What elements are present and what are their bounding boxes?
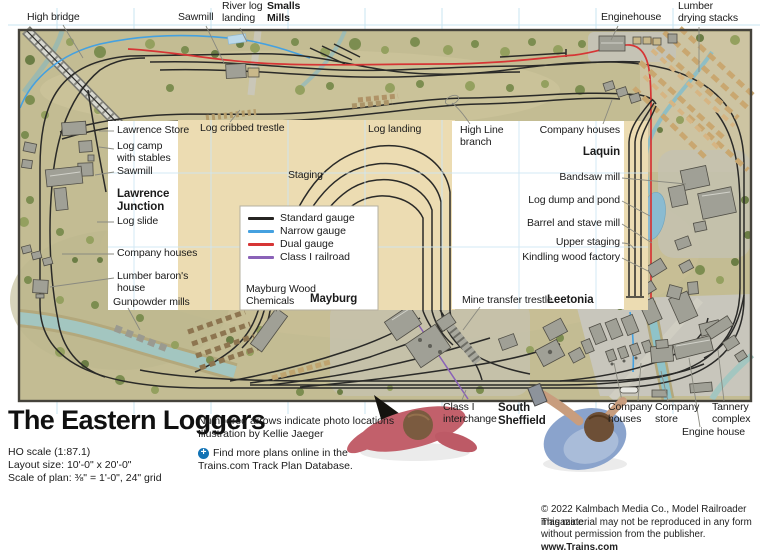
label-company-houses-top: Company houses — [539, 124, 620, 136]
narrow-gauge-bridge — [227, 33, 247, 45]
dual-gauge-track — [127, 44, 652, 308]
narrow-gauge-swatch — [248, 229, 274, 233]
legend-label: Narrow gauge — [280, 225, 346, 237]
label-river-log-landing: River log landing — [222, 0, 263, 24]
legend-item-class1: Class I railroad — [248, 251, 350, 263]
label-company-houses-left: Company houses — [117, 247, 198, 259]
label-leetonia: Leetonia — [547, 294, 594, 306]
label-log-cribbed-trestle: Log cribbed trestle — [200, 122, 285, 134]
standard-gauge-swatch — [248, 216, 274, 220]
label-company-store: Company store — [655, 401, 700, 425]
copyright-trains-url: www.Trains.com — [541, 541, 618, 553]
mayburg-log-rows — [187, 309, 259, 371]
label-bandsaw-mill: Bandsaw mill — [559, 171, 620, 183]
copyright-line-2: This material may not be reproduced in a… — [541, 516, 752, 528]
camera — [527, 382, 548, 407]
label-smalls-mills: Smalls Mills — [267, 0, 301, 24]
label-upper-staging: Upper staging — [555, 236, 620, 248]
standard-gauge-tracks — [39, 43, 745, 389]
left-label-panel — [108, 121, 178, 310]
credit-photo-note: Numbered arrows indicate photo locations — [198, 415, 395, 427]
promo-text-2: Trains.com Track Plan Database. — [198, 460, 353, 472]
label-sawmill-left: Sawmill — [117, 165, 153, 177]
legend-item-dual-gauge: Dual gauge — [248, 238, 334, 250]
label-company-houses-bottom: Company houses — [608, 401, 653, 425]
lumber-and-trestles — [113, 26, 756, 381]
bandsaw-mill-building — [679, 165, 711, 191]
legend-item-standard-gauge: Standard gauge — [248, 212, 355, 224]
label-lawrence-store: Lawrence Store — [117, 124, 190, 136]
copyright-line-3: without permission from the publisher. — [541, 529, 706, 540]
spec-plan-scale: Scale of plan: ⅜" = 1'-0", 24" grid — [8, 472, 162, 484]
label-high-bridge: High bridge — [27, 11, 80, 23]
label-gunpowder-mills: Gunpowder mills — [113, 296, 190, 308]
lumber-drying-stack-rows — [632, 26, 756, 172]
label-log-landing: Log landing — [368, 123, 422, 135]
person-pink — [347, 395, 478, 454]
label-lumber-barons-house: Lumber baron's house — [117, 270, 189, 294]
map-frame — [17, 28, 753, 403]
label-high-line-branch: High Line branch — [460, 124, 504, 148]
sawmill-top-building — [225, 63, 247, 79]
lumber-barons-house-building — [32, 279, 49, 294]
label-tannery-complex: Tannery complex — [712, 401, 751, 425]
label-log-slide: Log slide — [117, 215, 159, 227]
page-title: The Eastern Loggers — [8, 405, 266, 435]
label-class-i-interchange: Class I interchange — [443, 401, 497, 425]
promo-line: Find more plans online in the — [198, 447, 348, 459]
legend-label: Class I railroad — [280, 251, 351, 263]
spec-scale: HO scale (1:87.1) — [8, 446, 91, 458]
label-lumber-drying-stacks: Lumber drying stacks — [678, 0, 738, 24]
tannery-building — [704, 315, 734, 340]
label-mayburg: Mayburg — [310, 293, 358, 305]
barrel-stave-mill-building — [674, 235, 692, 251]
right-label-panel — [452, 121, 624, 309]
building-vents — [418, 338, 638, 366]
people — [347, 382, 627, 472]
leader-lines — [49, 24, 725, 428]
label-south-sheffield: South Sheffield — [498, 402, 546, 427]
label-sawmill-top: Sawmill — [178, 11, 214, 23]
label-lawrence-junction: Lawrence Junction — [117, 188, 170, 213]
label-barrel-stave-mill: Barrel and stave mill — [526, 217, 620, 229]
upper-staging-strip — [624, 121, 648, 310]
log-car-row — [271, 359, 331, 381]
log-cribbed-trestle-structure — [205, 109, 257, 121]
label-kindling-wood-factory: Kindling wood factory — [522, 251, 620, 263]
lawrence-store-building — [61, 120, 87, 137]
legend-label: Dual gauge — [280, 238, 334, 250]
label-log-camp: Log camp with stables — [117, 140, 171, 164]
label-staging: Staging — [288, 169, 323, 181]
label-mayburg-wood-chemicals: Mayburg Wood Chemicals — [246, 283, 316, 307]
legend-label: Standard gauge — [280, 212, 355, 224]
dual-gauge-swatch — [248, 242, 274, 246]
spec-layout-size: Layout size: 10'-0" x 20'-0" — [8, 459, 132, 471]
sawmill-left-building — [44, 165, 84, 188]
person-blue — [527, 382, 627, 470]
credit-illustrator: Illustration by Kellie Jaeger — [198, 428, 324, 440]
label-enginehouse: Enginehouse — [601, 11, 662, 23]
plus-circle-icon — [198, 447, 209, 459]
class1-swatch — [248, 255, 274, 259]
label-log-dump-pond: Log dump and pond — [528, 194, 620, 206]
label-laquin: Laquin — [582, 146, 620, 158]
label-engine-house: Engine house — [682, 426, 746, 438]
gunpowder-mills-buildings — [113, 324, 172, 354]
promo-text-1: Find more plans online in the — [213, 447, 348, 459]
copyright-line-1: © 2022 Kalmbach Media Co., Model Railroa… — [541, 504, 747, 528]
legend-item-narrow-gauge: Narrow gauge — [248, 225, 346, 237]
label-mine-transfer-trestle: Mine transfer trestle — [462, 294, 553, 306]
